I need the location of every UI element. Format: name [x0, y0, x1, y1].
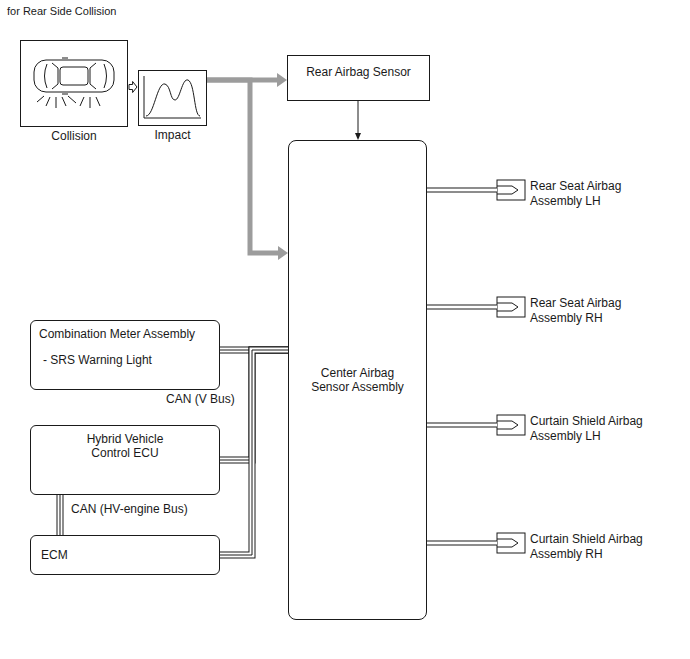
- illustration-box: Collision: [20, 40, 128, 127]
- bus-line: [220, 350, 288, 555]
- ecu-box: Center Airbag Sensor Assembly: [288, 140, 427, 620]
- node-text: Center Airbag Sensor Assembly: [307, 366, 408, 395]
- node-text: Rear Seat Airbag Assembly LH: [530, 179, 655, 208]
- airbag-assembly: Curtain Shield Airbag Assembly RH: [497, 529, 663, 564]
- airbag-assembly: Curtain Shield Airbag Assembly LH: [497, 411, 663, 446]
- arrow-head: [278, 246, 288, 260]
- bus-line: [60, 495, 61, 535]
- wire-pair: [427, 305, 497, 310]
- connector: [220, 350, 288, 555]
- sensor-box: Rear Airbag Sensor: [287, 55, 430, 101]
- illustration-box: Impact: [138, 70, 207, 126]
- node-text: ECM: [41, 548, 68, 562]
- connector: [60, 495, 61, 535]
- caption-text: Collision: [1, 129, 147, 143]
- node-text: - SRS Warning Light: [43, 353, 152, 367]
- connector: [207, 80, 288, 260]
- airbag-assembly: Rear Seat Airbag Assembly RH: [497, 293, 663, 328]
- bus-line: [220, 350, 288, 555]
- arrow-head: [277, 73, 287, 87]
- wire-pair: [427, 424, 497, 427]
- connector: [427, 307, 497, 308]
- arrow-head: [355, 133, 361, 140]
- impact-marks: [37, 96, 100, 108]
- signal-line: [207, 80, 279, 253]
- connector: [355, 101, 361, 140]
- wire-pair: [427, 188, 497, 193]
- bus-label: CAN (V Bus): [165, 392, 236, 406]
- wire-pair: [427, 423, 497, 428]
- connector: [129, 82, 137, 93]
- bus-line: [220, 350, 288, 555]
- node-text: Hybrid Vehicle Control ECU: [75, 432, 175, 461]
- caption-text: Impact: [119, 128, 226, 142]
- wire-pair: [427, 306, 497, 309]
- wire-pair: [427, 542, 497, 545]
- airbag-assembly: Rear Seat Airbag Assembly LH: [497, 176, 663, 211]
- bus-label: CAN (HV-engine Bus): [70, 502, 189, 516]
- node-text: Curtain Shield Airbag Assembly LH: [530, 414, 655, 443]
- wire-pair: [427, 189, 497, 192]
- connector: [427, 190, 497, 191]
- node-text: Rear Seat Airbag Assembly RH: [530, 296, 655, 325]
- impact-graph: [144, 76, 201, 118]
- connector-icons: [497, 180, 525, 553]
- ecu-box: ECM: [30, 535, 220, 575]
- signal-line: [358, 101, 359, 134]
- node-text: Rear Airbag Sensor: [306, 65, 411, 79]
- hollow-arrow: [129, 82, 137, 93]
- bus-line: [57, 495, 64, 535]
- connector: [427, 543, 497, 544]
- connector: [427, 425, 497, 426]
- ecu-box: Hybrid Vehicle Control ECU: [30, 425, 220, 495]
- meter-box: Combination Meter Assembly - SRS Warning …: [30, 320, 220, 390]
- diagram-title: for Rear Side Collision: [6, 5, 117, 18]
- bus-line: [58, 495, 63, 535]
- wire-pair: [427, 541, 497, 546]
- node-text: Curtain Shield Airbag Assembly RH: [530, 532, 655, 561]
- car-illustration: [34, 58, 114, 94]
- node-text: Combination Meter Assembly: [39, 327, 195, 341]
